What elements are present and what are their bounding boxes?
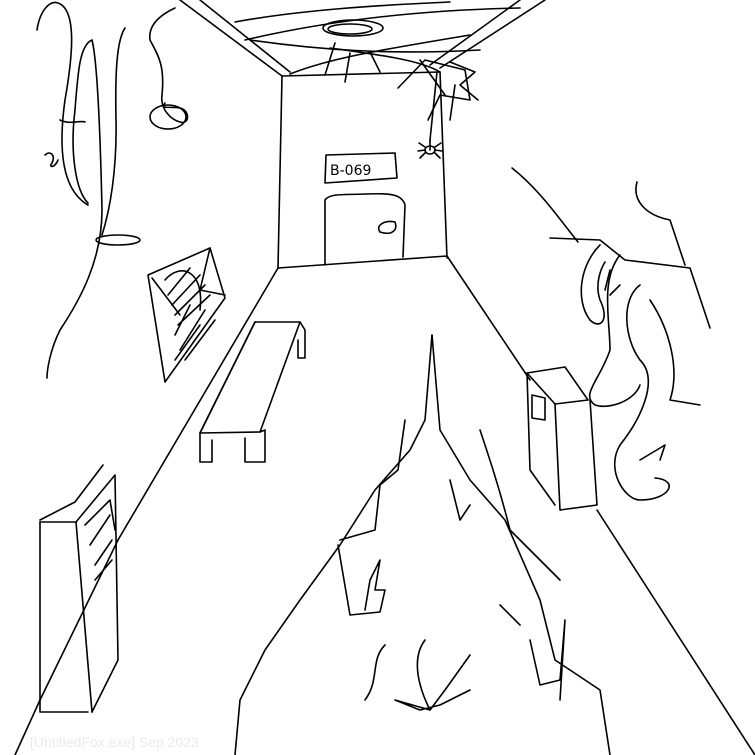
floor-cracks xyxy=(234,334,611,755)
left-locker[interactable] xyxy=(39,464,119,713)
left-floor-edge xyxy=(14,267,279,755)
right-locker[interactable] xyxy=(526,366,598,511)
door-window xyxy=(377,220,397,235)
back-wall xyxy=(277,71,448,269)
right-floor-edge xyxy=(446,167,755,755)
ceiling xyxy=(179,0,546,83)
left-wall-vines xyxy=(36,1,189,379)
door[interactable] xyxy=(324,192,406,266)
spider-icon xyxy=(417,142,443,159)
artist-watermark: [UntitledFox.exe] Sep 2023 xyxy=(30,734,199,750)
picture-frame xyxy=(147,247,226,383)
bench[interactable] xyxy=(199,321,306,463)
door-sign: B-069 xyxy=(324,152,398,184)
door-sign-text: B-069 xyxy=(330,163,371,179)
right-wall-vines xyxy=(549,181,711,501)
